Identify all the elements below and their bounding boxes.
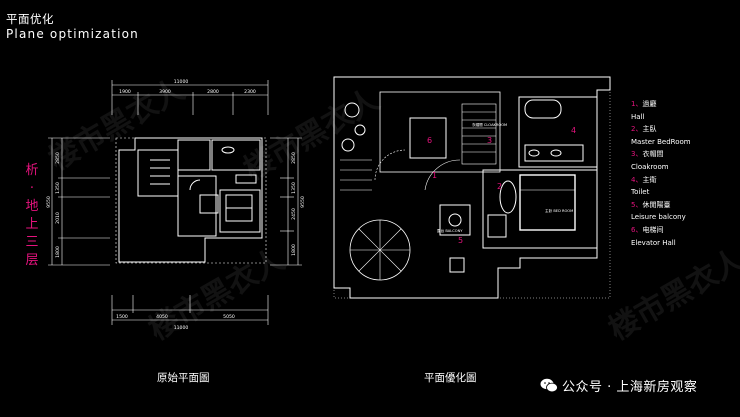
dim-left-total: 9550 xyxy=(46,196,52,208)
legend-item: 1、過廳 xyxy=(631,100,657,108)
optimized-plan-caption: 平面優化圖 xyxy=(424,372,477,384)
side-label-char: 析 xyxy=(25,163,39,178)
room-number-5: 5 xyxy=(458,236,463,245)
dim-bottom-part: 1500 xyxy=(116,314,128,320)
legend-item-en: Elevator Hall xyxy=(631,238,676,247)
dim-right-part: 2450 xyxy=(291,208,297,220)
room-label-balcony: 露台 BALCONY xyxy=(437,228,463,233)
side-label-char: 三 xyxy=(25,235,39,250)
right-plan-walls xyxy=(333,76,611,299)
dim-right-part: 2850 xyxy=(291,152,297,164)
page-title-en: Plane optimization xyxy=(6,27,139,41)
dim-right-part: 1800 xyxy=(291,244,297,256)
left-plan-dimension-labels: 11000 1900 3900 2800 2300 1500 4050 5050… xyxy=(46,79,306,331)
side-label-char: 地 xyxy=(25,199,39,214)
room-number-2: 2 xyxy=(497,182,502,191)
dim-left-part: 2010 xyxy=(55,212,61,224)
room-number-1: 1 xyxy=(432,171,437,180)
legend-item-en: Toilet xyxy=(631,188,650,197)
page-title-cn: 平面优化 xyxy=(6,12,54,26)
dim-bottom-part: 4050 xyxy=(156,314,168,320)
dim-bottom-total: 11000 xyxy=(174,325,189,331)
dim-left-part: 1350 xyxy=(55,182,61,194)
room-label-cloakroom: 衣帽間 CLOAKROOM xyxy=(472,122,507,127)
dim-left-part: 2850 xyxy=(55,152,61,164)
legend-item: 4、主衛 xyxy=(631,175,657,184)
left-plan-walls xyxy=(115,137,267,264)
dim-top-part: 2800 xyxy=(207,89,219,95)
legend-item: 2、主臥 xyxy=(631,125,657,134)
legend-item: 3、衣帽間 xyxy=(631,150,664,159)
room-label-bedroom: 主卧 BED ROOM xyxy=(545,208,573,213)
room-number-3: 3 xyxy=(487,136,492,145)
dim-right-part: 1350 xyxy=(291,182,297,194)
wechat-account: 公众号 · 上海新房观察 xyxy=(540,376,697,395)
legend-item-en: Hall xyxy=(631,112,645,121)
right-plan-room-numbers: 1 2 3 4 5 6 xyxy=(427,126,576,245)
room-number-6: 6 xyxy=(427,136,432,145)
legend-item-en: Master BedRoom xyxy=(631,137,691,146)
dim-right-total: 9550 xyxy=(300,196,306,208)
original-plan-caption: 原始平面圖 xyxy=(157,372,210,384)
legend-item: 6、电梯间 xyxy=(631,225,664,234)
dim-bottom-part: 5050 xyxy=(223,314,235,320)
left-plan-dimensions xyxy=(48,80,302,325)
room-number-4: 4 xyxy=(571,126,576,135)
wechat-account-name: 公众号 · 上海新房观察 xyxy=(562,380,698,395)
side-label-char: 上 xyxy=(25,217,39,232)
room-legend: 1、過廳 Hall 2、主臥 Master BedRoom 3、衣帽間 Cloa… xyxy=(631,98,691,249)
dim-left-part: 1800 xyxy=(55,246,61,258)
dim-top-total: 11000 xyxy=(174,79,189,85)
dim-top-part: 1900 xyxy=(119,89,131,95)
dim-top-part: 3900 xyxy=(159,89,171,95)
legend-item-en: Leisure balcony xyxy=(631,213,686,222)
legend-item: 5、休閒陽臺 xyxy=(631,200,671,209)
side-label-char: 层 xyxy=(25,253,39,268)
dim-top-part: 2300 xyxy=(244,89,256,95)
right-plan-room-labels: 衣帽間 CLOAKROOM 露台 BALCONY 主卧 BED ROOM xyxy=(437,122,573,233)
floor-side-label: 析 · 地 上 三 层 xyxy=(24,162,40,270)
legend-item-en: Cloakroom xyxy=(631,162,669,171)
side-label-char: · xyxy=(29,181,35,196)
wechat-icon xyxy=(540,378,558,393)
